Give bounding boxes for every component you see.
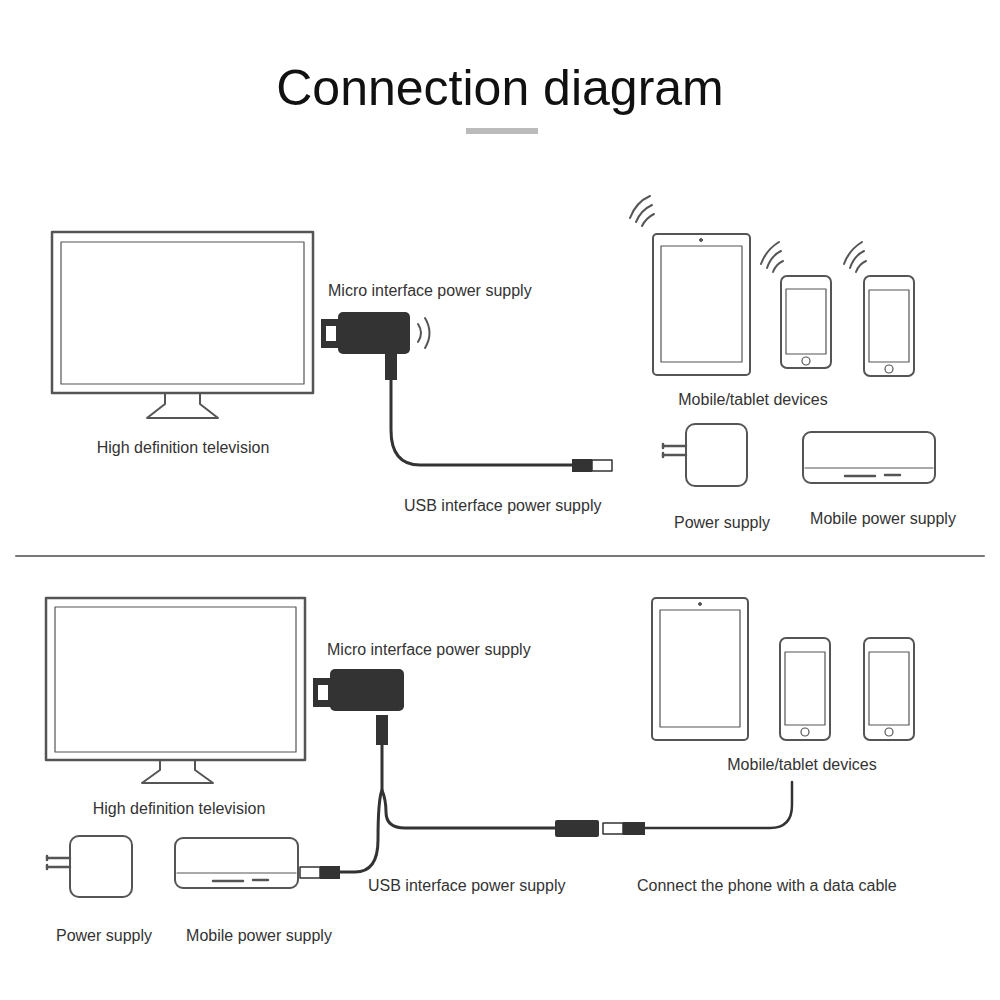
title-bar [466,128,538,134]
caption-label: High definition television [97,438,270,457]
caption-label: USB interface power supply [404,496,601,515]
caption-label: Power supply [56,926,152,945]
caption-label: High definition television [93,799,266,818]
device-icons [630,196,914,376]
device-icons [652,598,914,740]
separator [16,555,984,557]
caption-label: Micro interface power supply [327,640,531,659]
caption-label: Mobile/tablet devices [727,755,876,774]
caption-label: Mobile/tablet devices [678,390,827,409]
caption-label: Power supply [674,513,770,532]
caption-label: USB interface power supply [368,876,565,895]
tv-icon [52,232,313,418]
power-icons [663,424,935,486]
dongle-icon [321,312,612,472]
tv-icon [46,598,305,783]
title: Connection diagram [276,58,724,118]
caption-label: Mobile power supply [186,926,332,945]
caption-label: Mobile power supply [810,509,956,528]
caption-label: Micro interface power supply [328,281,532,300]
power-icons [47,836,298,897]
caption-label: Connect the phone with a data cable [637,876,897,895]
dongle-icon [300,669,792,879]
